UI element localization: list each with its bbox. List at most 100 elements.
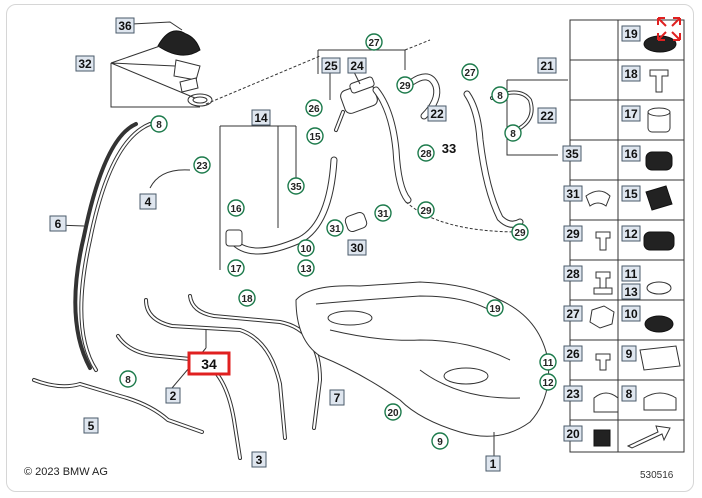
svg-text:13: 13 [300, 264, 312, 275]
document-number: 530516 [640, 470, 674, 481]
callout-13: 13 [297, 259, 315, 277]
callout-23: 23 [193, 156, 211, 174]
svg-text:7: 7 [334, 391, 341, 405]
svg-text:12: 12 [542, 378, 554, 389]
diagram-frame [6, 4, 694, 492]
legend-label-28: 28 [563, 265, 583, 282]
label-5: 5 [83, 417, 99, 434]
svg-text:9: 9 [626, 347, 633, 361]
callout-22-right: 22 [537, 107, 557, 124]
svg-text:30: 30 [350, 241, 364, 255]
callout-17: 17 [227, 259, 245, 277]
tank-strap-assembly [219, 125, 338, 270]
svg-text:1: 1 [490, 457, 497, 471]
vent-valve-assembly [317, 39, 431, 132]
legend-label-20: 20 [563, 425, 583, 442]
vent-tube-group [372, 73, 568, 233]
sleeve-part [344, 211, 368, 233]
svg-text:8: 8 [497, 91, 503, 102]
svg-text:26: 26 [566, 347, 580, 361]
svg-text:33: 33 [442, 141, 456, 156]
svg-text:27: 27 [566, 307, 580, 321]
svg-text:17: 17 [624, 107, 638, 121]
svg-text:32: 32 [78, 57, 92, 71]
callout-19: 19 [486, 299, 504, 317]
legend-label-16: 16 [621, 145, 641, 162]
svg-text:13: 13 [624, 285, 638, 299]
callout-29-mid: 29 [417, 201, 435, 219]
legend-label-17: 17 [621, 105, 641, 122]
svg-text:5: 5 [88, 419, 95, 433]
svg-text:19: 19 [624, 27, 638, 41]
callout-8-left-bottom: 8 [119, 370, 137, 388]
svg-text:22: 22 [540, 109, 554, 123]
svg-text:24: 24 [350, 59, 364, 73]
svg-text:15: 15 [309, 132, 321, 143]
label-4: 4 [139, 193, 157, 210]
callout-12: 12 [539, 373, 557, 391]
svg-text:35: 35 [290, 182, 302, 193]
callout-35: 35 [287, 177, 305, 195]
callout-22-left: 22 [427, 105, 447, 122]
svg-text:26: 26 [308, 104, 320, 115]
svg-text:14: 14 [254, 111, 268, 125]
svg-text:8: 8 [510, 129, 516, 140]
legend-label-29: 29 [563, 225, 583, 242]
svg-text:36: 36 [118, 19, 132, 33]
svg-text:22: 22 [430, 107, 444, 121]
svg-text:21: 21 [540, 59, 554, 73]
legend-label-23: 23 [563, 385, 583, 402]
legend-label-31: 31 [563, 185, 583, 202]
svg-text:8: 8 [156, 120, 162, 131]
svg-text:31: 31 [377, 209, 389, 220]
legend-label-26: 26 [563, 345, 583, 362]
svg-text:9: 9 [437, 437, 443, 448]
legend-label-27: 27 [563, 305, 583, 322]
svg-text:17: 17 [230, 264, 242, 275]
legend-label-13: 13 [621, 283, 641, 300]
svg-text:10: 10 [624, 307, 638, 321]
callout-10: 10 [297, 239, 315, 257]
callout-29-top: 29 [396, 76, 414, 94]
label-33: 33 [442, 141, 456, 156]
callout-15: 15 [306, 127, 324, 145]
callout-31-a: 31 [374, 204, 392, 222]
callout-18: 18 [238, 289, 256, 307]
legend-label-12: 12 [621, 225, 641, 242]
svg-text:27: 27 [464, 68, 476, 79]
label-14: 14 [251, 109, 271, 126]
legend-label-35: 35 [562, 145, 582, 162]
svg-text:2: 2 [170, 389, 177, 403]
svg-text:29: 29 [566, 227, 580, 241]
highlighted-label-34[interactable]: 34 [187, 351, 231, 376]
svg-text:34: 34 [201, 356, 217, 372]
legend-label-18: 18 [621, 65, 641, 82]
svg-text:11: 11 [625, 267, 638, 281]
callout-27-top: 27 [365, 33, 383, 51]
part-labels: 36 32 25 24 21 14 6 4 30 3 2 5 7 1 33 19… [49, 17, 641, 472]
svg-text:35: 35 [565, 147, 579, 161]
callout-26-top: 26 [305, 99, 323, 117]
legend-label-9: 9 [621, 345, 637, 362]
label-6: 6 [49, 215, 67, 232]
label-7: 7 [329, 389, 345, 406]
svg-text:8: 8 [125, 375, 131, 386]
copyright-text: © 2023 BMW AG [24, 466, 108, 478]
legend-label-11: 11 [621, 265, 641, 282]
callout-9: 9 [431, 432, 449, 450]
svg-text:27: 27 [368, 38, 380, 49]
callout-11: 11 [539, 353, 557, 371]
svg-text:19: 19 [489, 304, 501, 315]
label-36: 36 [115, 17, 135, 34]
callouts: 27 29 22 27 8 22 8 26 8 23 15 35 28 16 3… [119, 33, 557, 450]
svg-text:29: 29 [514, 228, 526, 239]
callout-31-b: 31 [326, 219, 344, 237]
svg-text:6: 6 [55, 217, 62, 231]
fuel-feed-lines [55, 122, 191, 372]
svg-text:23: 23 [566, 387, 580, 401]
fuel-tank [295, 281, 550, 458]
svg-text:15: 15 [624, 187, 638, 201]
expand-icon[interactable] [657, 17, 681, 41]
